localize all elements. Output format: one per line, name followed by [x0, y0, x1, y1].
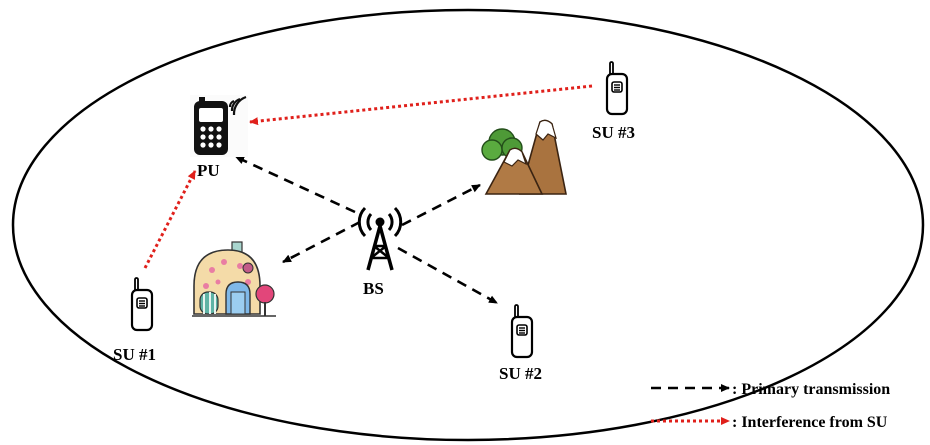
link-bs-mountain: [401, 183, 481, 227]
interference-links: [143, 84, 593, 269]
bs-label: BS: [363, 279, 384, 298]
house-icon: [192, 241, 276, 317]
mountain-icon: [481, 119, 567, 195]
link-su3-pu: [249, 84, 593, 126]
link-bs-house: [282, 220, 361, 264]
su1-label: SU #1: [113, 345, 156, 364]
coverage-area: [11, 8, 925, 442]
phone-icon: [190, 95, 248, 157]
radio-icon: [510, 303, 534, 359]
pu-label: PU: [197, 161, 220, 180]
tower-icon: [357, 206, 403, 271]
link-bs-pu: [235, 155, 356, 214]
legend-primary-label: : Primary transmission: [732, 381, 890, 398]
legend-interference-label: : Interference from SU: [732, 414, 888, 431]
primary-transmission-links: [235, 155, 498, 305]
radio-icon: [130, 276, 154, 332]
su3-label: SU #3: [592, 123, 635, 142]
link-su1-pu: [143, 170, 197, 269]
link-bs-su2: [397, 246, 498, 305]
legend: : Primary transmission : Interference fr…: [651, 381, 890, 431]
su2-label: SU #2: [499, 364, 542, 383]
radio-icon: [605, 60, 629, 116]
